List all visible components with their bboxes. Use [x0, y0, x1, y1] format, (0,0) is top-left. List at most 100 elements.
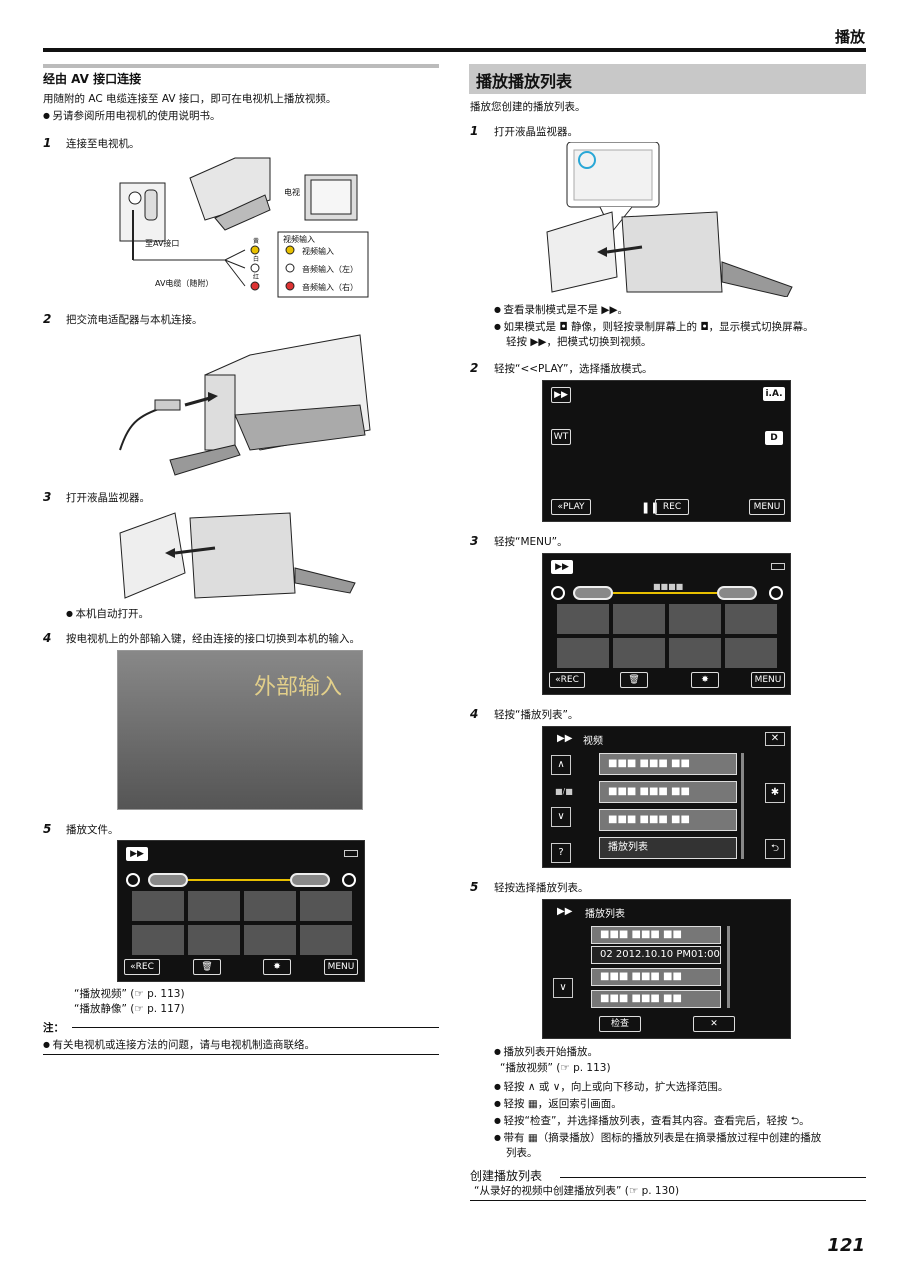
back-icon[interactable]: ⮌: [765, 839, 785, 859]
thumbnail[interactable]: [669, 638, 721, 668]
next-arrow-icon[interactable]: [769, 586, 783, 600]
rec-button[interactable]: REC: [655, 499, 689, 515]
ac-adapter-illustration: [119, 334, 371, 476]
thumbnail[interactable]: [557, 638, 609, 668]
left-step-2-num: 2: [43, 312, 52, 326]
right-step-5-bullet-4: 轻按“检查”，并选择播放列表，查看其内容。查看完后，轻按 ⮌。: [494, 1114, 810, 1129]
delete-icon[interactable]: 🗑: [620, 672, 648, 688]
thumbnail[interactable]: [725, 604, 777, 634]
pause-icon[interactable]: ❚❚: [641, 501, 660, 514]
prev-date-pill[interactable]: [148, 873, 188, 887]
note-label: 注：: [43, 1022, 64, 1034]
thumbnail[interactable]: [725, 638, 777, 668]
right-step-5-bullet-3: 轻按 ▦，返回索引画面。: [494, 1097, 622, 1112]
left-step-5-text: 播放文件。: [66, 824, 119, 836]
right-index-screen: ▶▶ ■■■■ «REC 🗑 ✸ MENU: [542, 553, 791, 695]
menu-item[interactable]: ■■■ ■■■ ■■: [599, 809, 737, 831]
left-step-1-num: 1: [43, 136, 52, 150]
timeline-bar[interactable]: [188, 879, 290, 881]
menu-item[interactable]: ■■■ ■■■ ■■: [599, 753, 737, 775]
index-date: ■■■■: [653, 582, 684, 591]
scrollbar[interactable]: [727, 926, 730, 1008]
prev-arrow-icon[interactable]: [126, 873, 140, 887]
thumbnail[interactable]: [613, 604, 665, 634]
video-mode-icon: ▶▶: [557, 733, 573, 744]
video-mode-icon[interactable]: ▶▶: [551, 560, 573, 574]
video-mode-icon[interactable]: ▶▶: [551, 387, 571, 403]
playlist-item[interactable]: ■■■ ■■■ ■■: [591, 926, 721, 944]
thumbnail[interactable]: [132, 925, 184, 955]
timeline-bar[interactable]: [613, 592, 717, 594]
diagram-color-red: 红: [253, 274, 260, 281]
left-index-screen: ▶▶ «REC 🗑 ✸ MENU: [117, 840, 365, 982]
next-arrow-icon[interactable]: [342, 873, 356, 887]
left-section-title: 经由 AV 接口连接: [43, 72, 142, 86]
digest-icon[interactable]: ✸: [263, 959, 291, 975]
right-intro: 播放您创建的播放列表。: [470, 101, 586, 113]
next-date-pill[interactable]: [290, 873, 330, 887]
ia-icon[interactable]: i.A.: [763, 387, 785, 401]
wt-button[interactable]: WT: [551, 429, 571, 445]
left-intro-bullet: 另请参阅所用电视机的使用说明书。: [43, 109, 221, 124]
prev-arrow-icon[interactable]: [551, 586, 565, 600]
check-button[interactable]: 检查: [599, 1016, 641, 1032]
left-ref-1[interactable]: “播放视频” (☞ p. 113): [74, 988, 185, 1000]
playlist-item-selected[interactable]: 02 2012.10.10 PM01:00: [591, 946, 721, 964]
create-playlist-title: 创建播放列表: [470, 1169, 543, 1183]
close-button[interactable]: ✕: [693, 1016, 735, 1032]
right-step-1-num: 1: [470, 124, 479, 138]
right-step-4-text: 轻按“播放列表”。: [494, 709, 579, 721]
right-step-5-bullet-6: 列表。: [506, 1147, 538, 1159]
diagram-input-audio-left: 音频输入（左）: [302, 265, 358, 274]
thumbnail[interactable]: [613, 638, 665, 668]
thumbnail[interactable]: [557, 604, 609, 634]
play-button[interactable]: «PLAY: [551, 499, 591, 515]
menu-button[interactable]: MENU: [749, 499, 785, 515]
help-icon[interactable]: ?: [551, 843, 571, 863]
create-playlist-ref[interactable]: “从录好的视频中创建播放列表” (☞ p. 130): [474, 1185, 680, 1197]
down-arrow-icon[interactable]: ∨: [553, 978, 573, 998]
diagram-video-input-title: 视频输入: [283, 235, 315, 244]
left-step-5-num: 5: [43, 822, 52, 836]
thumbnail[interactable]: [300, 925, 352, 955]
menu-item[interactable]: ■■■ ■■■ ■■: [599, 781, 737, 803]
thumbnail[interactable]: [244, 925, 296, 955]
d-button[interactable]: D: [765, 431, 783, 445]
menu-button[interactable]: MENU: [751, 672, 785, 688]
up-arrow-icon[interactable]: ∧: [551, 755, 571, 775]
down-arrow-icon[interactable]: ∨: [551, 807, 571, 827]
left-step-3-num: 3: [43, 490, 52, 504]
close-icon[interactable]: ✕: [765, 732, 785, 746]
menu-button[interactable]: MENU: [324, 959, 358, 975]
right-step-3-text: 轻按“MENU”。: [494, 536, 568, 548]
right-step-5-num: 5: [470, 880, 479, 894]
page-number: 121: [827, 1235, 865, 1256]
right-step-1-bullet-3: 轻按 ▶▶，把模式切换到视频。: [506, 336, 652, 348]
rec-button[interactable]: «REC: [124, 959, 160, 975]
playlist-item[interactable]: ■■■ ■■■ ■■: [591, 990, 721, 1008]
thumbnail[interactable]: [188, 891, 240, 921]
scrollbar[interactable]: [741, 753, 744, 859]
thumbnail[interactable]: [300, 891, 352, 921]
gear-icon[interactable]: ✱: [765, 783, 785, 803]
digest-icon[interactable]: ✸: [691, 672, 719, 688]
right-step-1-bullet-2: 如果模式是 ◘ 静像，则轻按录制屏幕上的 ◘，显示模式切换屏幕。: [494, 320, 814, 335]
thumbnail[interactable]: [244, 891, 296, 921]
thumbnail[interactable]: [669, 604, 721, 634]
right-section-title: 播放播放列表: [476, 72, 573, 91]
left-ref-2[interactable]: “播放静像” (☞ p. 117): [74, 1003, 185, 1015]
note-bottom-rule: [43, 1054, 439, 1055]
delete-icon[interactable]: 🗑: [193, 959, 221, 975]
menu-item-playlist[interactable]: 播放列表: [599, 837, 737, 859]
right-step-5-ref[interactable]: “播放视频” (☞ p. 113): [500, 1062, 611, 1074]
thumbnail[interactable]: [188, 925, 240, 955]
diagram-tv-label: 电视: [284, 188, 300, 197]
thumbnail[interactable]: [132, 891, 184, 921]
video-mode-icon[interactable]: ▶▶: [126, 847, 148, 861]
rec-button[interactable]: «REC: [549, 672, 585, 688]
prev-date-pill[interactable]: [573, 586, 613, 600]
open-lcd-illustration: [119, 512, 356, 599]
diagram-color-white: 白: [253, 256, 260, 263]
next-date-pill[interactable]: [717, 586, 757, 600]
playlist-item[interactable]: ■■■ ■■■ ■■: [591, 968, 721, 986]
